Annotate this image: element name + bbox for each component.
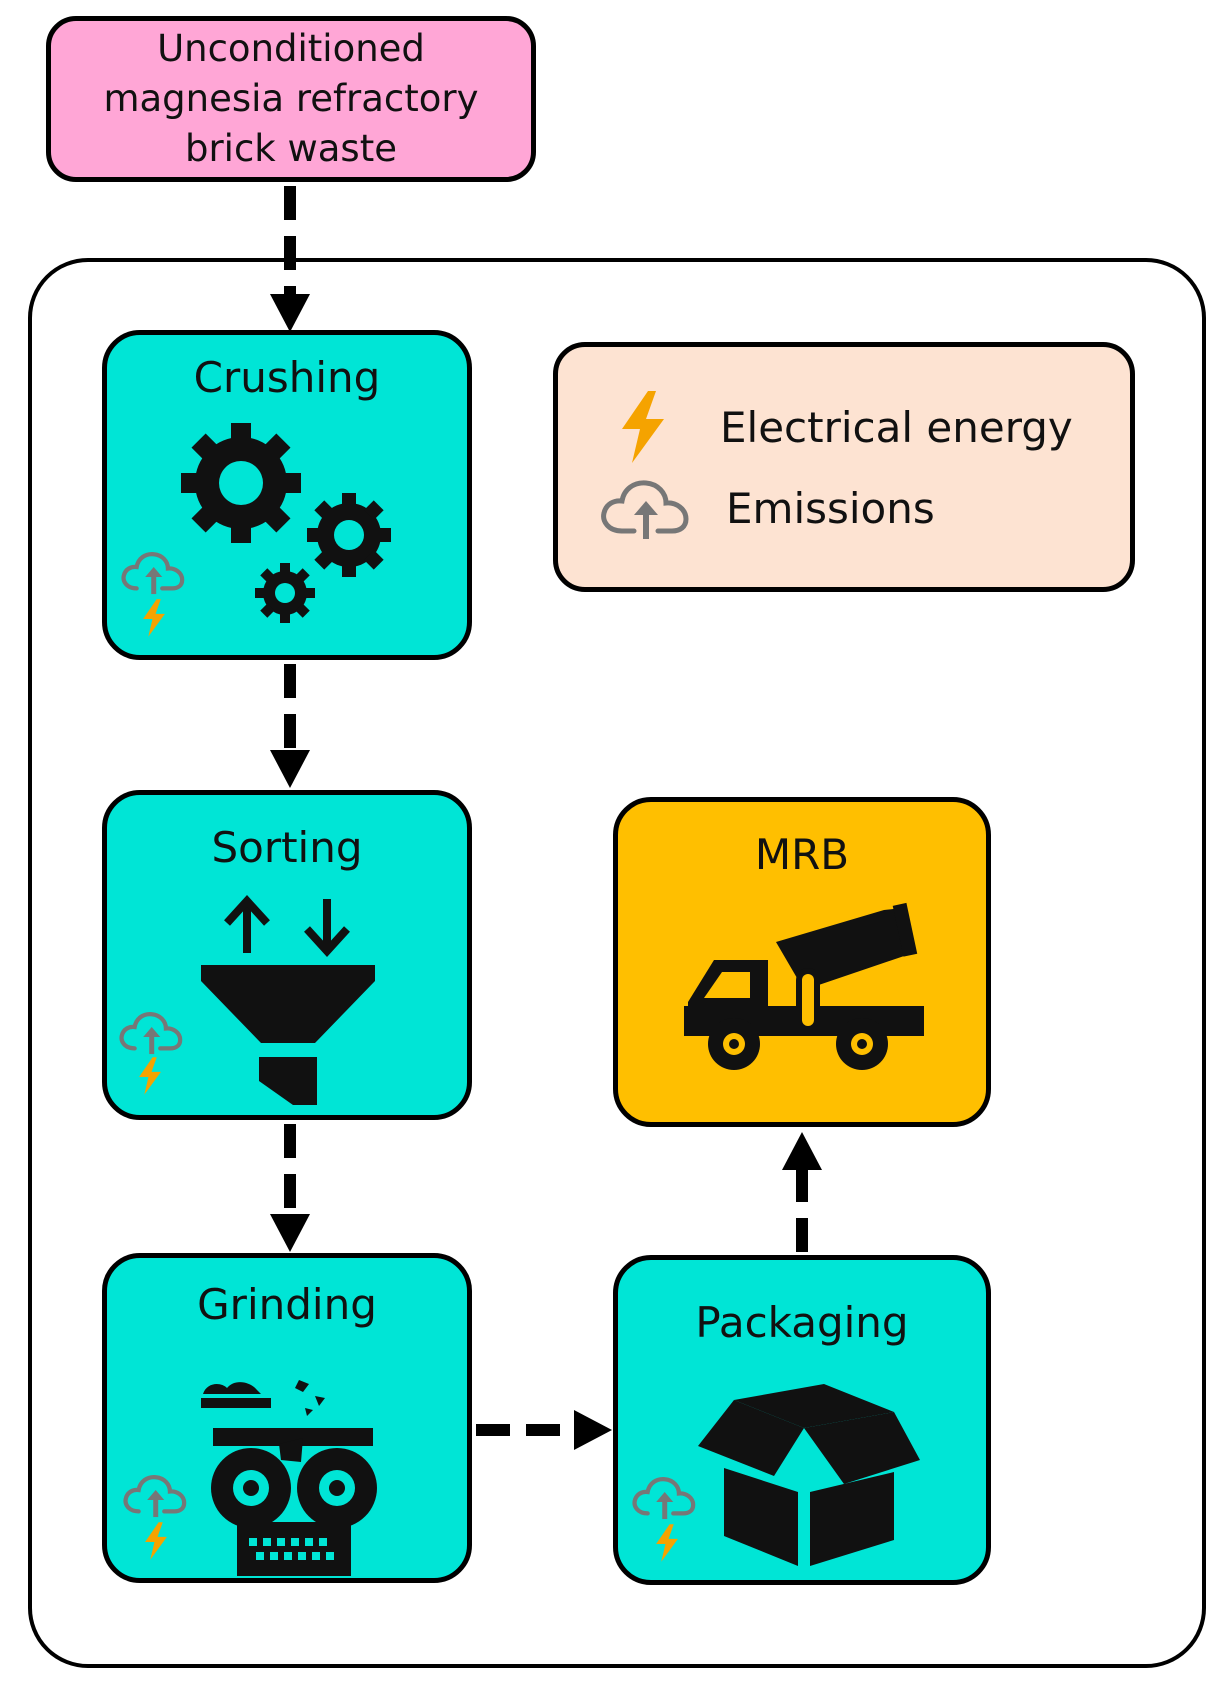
gears-icon — [181, 423, 391, 623]
step-grinding-label: Grinding — [197, 1280, 377, 1329]
cement-truck-icon — [684, 902, 924, 1070]
step-grinding: Grinding — [102, 1253, 472, 1583]
lightning-icon — [139, 1057, 161, 1095]
legend-electrical: Electrical energy — [618, 391, 1073, 463]
cloud-upload-icon — [632, 1477, 696, 1520]
lightning-icon — [143, 599, 165, 637]
step-packaging-label: Packaging — [695, 1298, 909, 1347]
step-crushing: Crushing — [102, 330, 472, 660]
cloud-upload-icon — [601, 480, 689, 539]
funnel-icon — [201, 895, 375, 1105]
lightning-icon — [145, 1522, 167, 1560]
cloud-upload-icon — [123, 1475, 187, 1518]
legend-emissions-label: Emissions — [726, 483, 935, 533]
cloud-upload-icon — [121, 552, 185, 595]
product-mrb: MRB — [613, 797, 991, 1127]
legend: Electrical energy Emissions — [553, 342, 1135, 592]
step-packaging: Packaging — [613, 1255, 991, 1585]
legend-electrical-label: Electrical energy — [720, 402, 1073, 452]
step-crushing-label: Crushing — [193, 353, 381, 402]
cloud-upload-icon — [119, 1012, 183, 1055]
product-mrb-label: MRB — [754, 830, 850, 879]
lightning-icon — [622, 391, 664, 463]
legend-emissions: Emissions — [600, 477, 935, 539]
input-waste-box: Unconditioned magnesia refractory brick … — [46, 16, 536, 182]
crusher-icon — [201, 1380, 377, 1576]
step-sorting: Sorting — [102, 790, 472, 1120]
lightning-icon — [656, 1524, 678, 1562]
input-waste-label: Unconditioned magnesia refractory brick … — [103, 27, 479, 170]
step-sorting-label: Sorting — [211, 823, 363, 872]
box-icon — [698, 1384, 920, 1566]
